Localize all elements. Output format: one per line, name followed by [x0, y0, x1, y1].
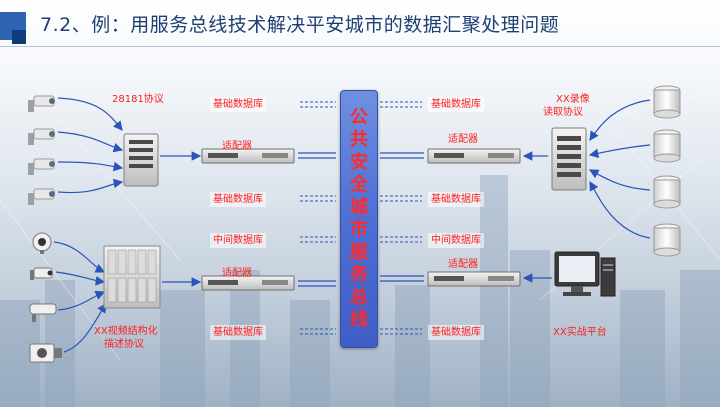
db-label-middle: 中间数据库 — [428, 233, 484, 248]
adapter-device-icon — [427, 271, 521, 287]
adapter-device-icon — [201, 148, 295, 164]
city-service-bus: 公共安全城市服务总线 — [340, 90, 378, 348]
camera-to-storage-arrows — [53, 241, 107, 353]
disk-to-server-arrows — [588, 99, 651, 239]
adapter-device-icon — [427, 148, 521, 164]
db-label-basic: 基础数据库 — [428, 325, 484, 340]
protocol-label-structured-video: XX视频结构化 — [94, 326, 158, 337]
storage-disk-icon — [653, 85, 681, 119]
db-label-basic: 基础数据库 — [210, 97, 266, 112]
bus-label: 公共安全城市服务总线 — [350, 106, 368, 331]
storage-array-icon — [103, 245, 161, 309]
server-icon — [551, 127, 587, 191]
camera-icon — [30, 267, 53, 280]
storage-disk-icon — [653, 223, 681, 257]
adapter-label: 适配器 — [222, 268, 252, 279]
camera-icon — [28, 128, 55, 145]
db-label-basic: 基础数据库 — [210, 325, 266, 340]
db-label-basic: 基础数据库 — [210, 192, 266, 207]
db-label-basic: 基础数据库 — [428, 97, 484, 112]
protocol-label-recording-2: 读取协议 — [543, 107, 583, 118]
bullet-camera-icon — [29, 303, 57, 322]
camera-icon — [28, 95, 55, 112]
dome-camera-icon — [32, 232, 52, 254]
storage-disk-icon — [653, 129, 681, 163]
right-db-links — [380, 101, 422, 335]
video-camera-icon — [29, 343, 62, 363]
title-accent-square — [12, 30, 26, 44]
camera-icon — [28, 188, 55, 205]
db-label-middle: 中间数据库 — [210, 233, 266, 248]
server-icon — [123, 133, 159, 187]
camera-to-server-arrows — [57, 97, 124, 194]
platform-label: XX实战平台 — [553, 327, 607, 338]
protocol-label-structured-video-2: 描述协议 — [104, 339, 144, 350]
protocol-label-recording: XX录像 — [556, 94, 590, 105]
adapter-label: 适配器 — [222, 141, 252, 152]
protocol-label-28181: 28181协议 — [112, 94, 164, 105]
adapter-label: 适配器 — [448, 134, 478, 145]
adapter-device-icon — [201, 275, 295, 291]
slide-title: 7.2、例：用服务总线技术解决平安城市的数据汇聚处理问题 — [40, 14, 560, 36]
storage-disk-icon — [653, 175, 681, 209]
title-divider — [0, 46, 720, 47]
db-label-basic: 基础数据库 — [428, 192, 484, 207]
right-adapter-links — [380, 152, 424, 282]
left-db-links — [300, 101, 336, 335]
computer-icon — [554, 251, 616, 297]
camera-icon — [28, 158, 55, 175]
left-adapter-links — [298, 152, 336, 287]
adapter-label: 适配器 — [448, 259, 478, 270]
